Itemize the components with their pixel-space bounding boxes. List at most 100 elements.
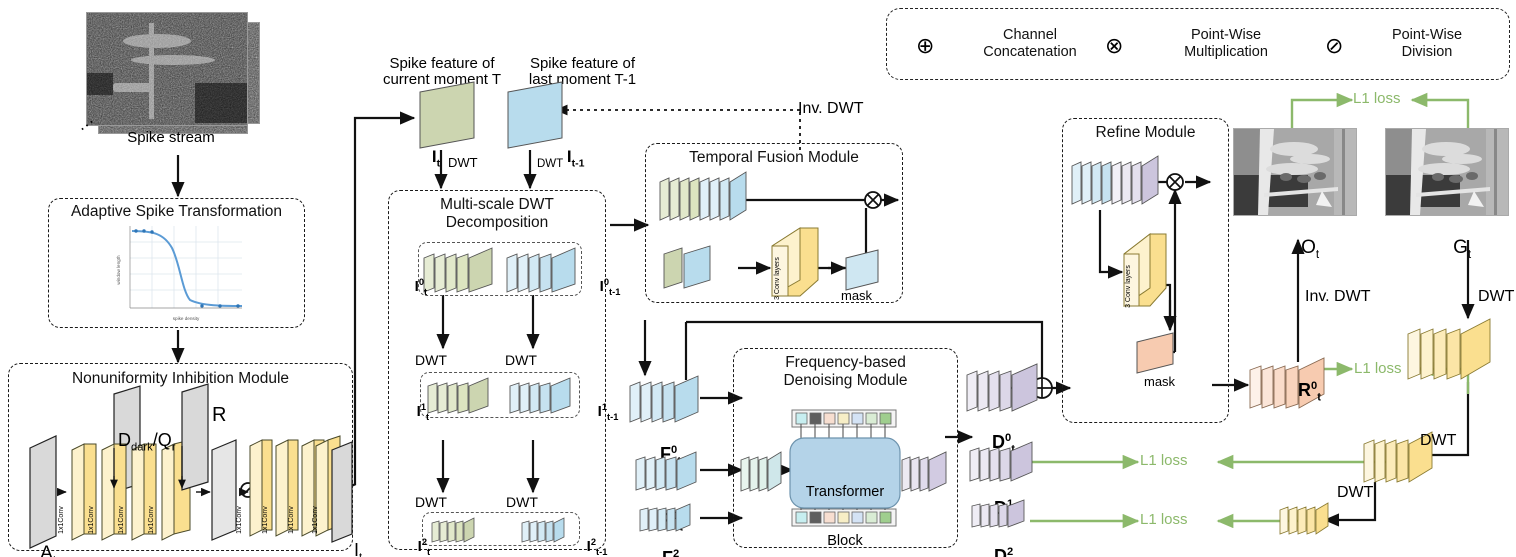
l1-loss-top: L1 loss [1353,90,1401,107]
dwt-label-it: DWT [448,155,478,170]
dwt-level1-group [420,372,580,418]
conv-label-2: 1x1Conv [88,506,96,534]
circled-slash-icon: ⊘ [1325,33,1344,58]
refine-conv-label: 3 Conv layers [1125,265,1133,308]
transformer-block [789,437,901,509]
l1-loss-mid: L1 loss [1140,452,1188,469]
transformer-line1: Transformer [805,484,885,501]
denoising-title: Frequency-based Denoising Module [733,354,958,390]
legend-item-multiply: Point-Wise Multiplication [1136,27,1316,61]
conv-label-4: 1x1Conv [148,506,156,534]
gt-dwt-stack-level2 [1278,500,1330,538]
it-label: It [431,147,441,170]
conv-label-5: 1x1Conv [236,506,244,534]
ground-truth-image-gt [1385,128,1509,216]
legend-div-line2: Division [1401,44,1453,61]
legend-box [886,8,1510,80]
dwt-level1-green-stack [426,376,492,416]
dwt-level2-group [422,512,580,546]
dwt-label-l1-right: DWT [505,352,537,368]
legend-item-concat: Channel Concatenation [950,27,1110,61]
conv-label-6: 1x1Conv [262,506,270,534]
refine-mask-label: mask [1144,374,1176,389]
refine-module [1062,118,1229,423]
gt-dwt-stack-level1 [1362,430,1436,488]
nonuniformity-module-title: Nonuniformity Inhibition Module [71,370,290,387]
it-plane [412,80,484,152]
dwt-level1-blue-stack [508,376,574,416]
circled-plus-icon: ⊕ [916,33,935,58]
conv-label-3: 1x1Conv [118,506,126,534]
temporal-fusion-title: Temporal Fusion Module [689,149,859,166]
d0-stack [965,362,1041,416]
tfm-conv-label: 3 Conv layers [774,257,782,300]
gt-label: Gt [1453,237,1472,262]
f0-stack [628,374,702,426]
dwt-level0-green-stack [422,246,498,294]
tfm-concat-stack [658,168,750,226]
ot-label: Ot [1301,237,1320,262]
transformer-line2: Block [827,533,863,550]
spike-stream-label: Spike stream [127,129,215,146]
refine-concat-stack [1070,150,1162,210]
refine-module-title: Refine Module [1095,124,1196,141]
nonuniformity-input-label: At [40,543,56,557]
dwt-level0-right-label: I0t-1 [599,276,621,297]
dwt-level2-right-label: I2t-1 [586,536,608,557]
f2-stack [638,502,692,534]
refine-conv-block [1118,230,1170,312]
dwt-label-l2-left: DWT [415,494,447,510]
nonuniformity-output-label: It [354,540,362,557]
refine-mask-plane [1133,330,1179,376]
output-image-ot [1233,128,1357,216]
legend-concat-line1: Channel [1002,27,1057,43]
tfm-mask-label: mask [841,288,873,303]
d1-stack [968,440,1036,486]
l1-loss-bottom: L1 loss [1140,511,1188,528]
multiscale-title-l2: Decomposition [445,214,549,231]
inv-dwt-label-top: Inv. DWT [798,100,864,117]
multiscale-dwt-title: Multi-scale DWT Decomposition [388,196,606,232]
spike-frame-1 [86,12,248,126]
conv-label-7: 1x1Conv [288,506,296,534]
dwt-level1-left-label: I1t [416,401,430,422]
dwt-level2-left-label: I2t [417,536,431,557]
legend-div-line1: Point-Wise [1391,27,1463,43]
denoise-output-stack [900,448,948,496]
circled-times-icon: ⊗ [1105,33,1124,58]
conv-label-1: 1x1Conv [58,506,66,534]
legend-mult-line1: Point-Wise [1190,27,1262,43]
l1-loss-rt0: L1 loss [1354,360,1402,377]
tfm-mask-plane [842,246,884,292]
d2-stack [970,498,1026,530]
dwt-label-l2-right: DWT [506,494,538,510]
legend-mult-line2: Multiplication [1184,44,1268,61]
plot-xlabel: spike density [173,316,200,321]
denoising-title-l1: Frequency-based [785,354,906,371]
tfm-conv-block [766,224,824,300]
dwt-label-l1-left: DWT [415,352,447,368]
dwt-label-it1: DWT [537,158,564,170]
f1-stack [634,450,700,494]
dark-current-label: Ddark/Qr [118,430,176,454]
denoising-title-l2: Denoising Module [783,372,908,389]
adaptive-spike-transformation-module [48,198,305,328]
multiscale-title-l1: Multi-scale DWT [440,196,554,213]
nonuniformity-planes [14,383,353,549]
dwt-level2-green-stack [430,516,476,544]
conv-label-8: 1x1Conv [312,506,320,534]
it-1-plane [500,80,572,152]
denoise-token-row-top [791,409,897,428]
adaptive-curve-plot: spike density window length [108,222,248,322]
inv-dwt-label-right: Inv. DWT [1305,288,1371,305]
transformer-block-label: Transformer Block [789,452,901,557]
plot-ylabel: window length [116,255,121,285]
dwt-level0-left-label: I0t [414,276,428,297]
it-1-label: It-1 [566,147,585,170]
legend-concat-line2: Concatenation [983,44,1077,61]
denoise-input-stack [739,448,783,496]
dwt-level0-blue-stack [505,246,581,294]
